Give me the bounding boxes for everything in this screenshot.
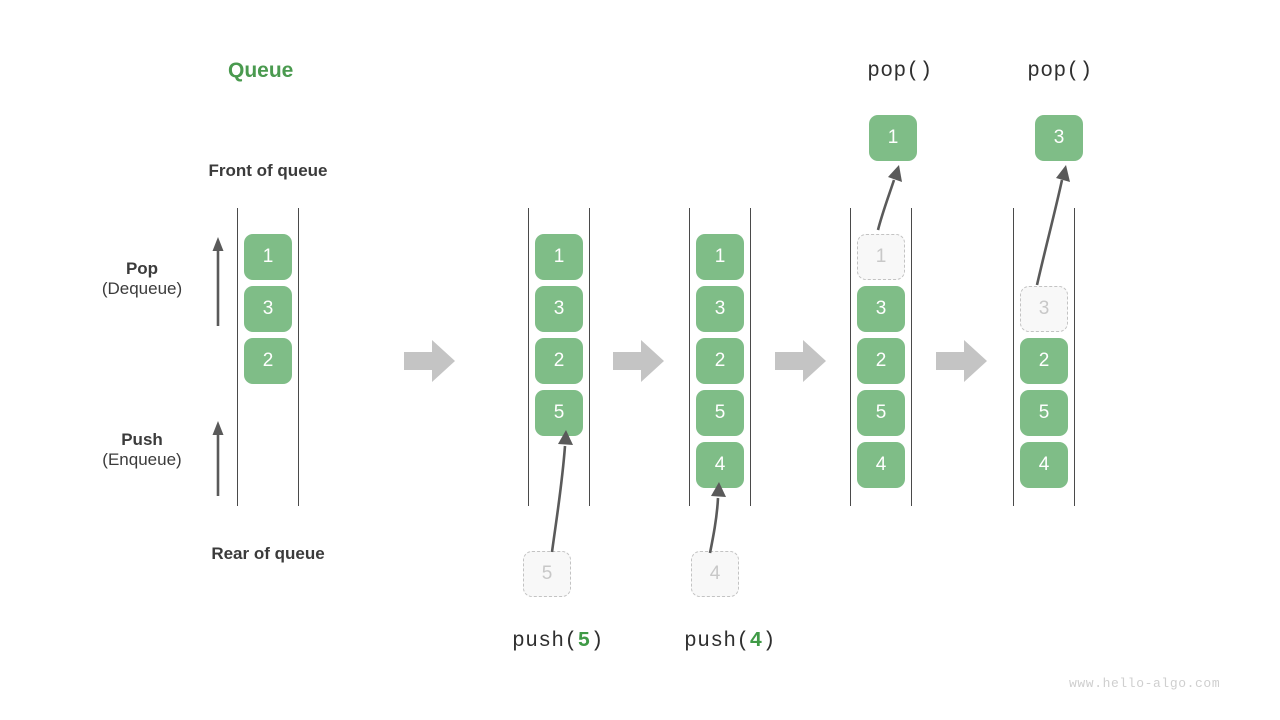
rail-left <box>237 208 239 506</box>
queue-element: 2 <box>244 338 292 384</box>
pop-operation-subtitle: (Dequeue) <box>101 279 183 298</box>
transition-arrow <box>775 340 826 382</box>
caption-suffix: ) <box>590 630 604 653</box>
transition-arrow <box>613 340 664 382</box>
queue-element: 4 <box>696 442 744 488</box>
caption-prefix: push( <box>512 630 578 653</box>
top-label-pop-1: pop() <box>867 60 933 83</box>
caption-push-5: push(5) <box>478 630 638 653</box>
pop-motion-arrow <box>1035 165 1070 286</box>
queue-element: 1 <box>535 234 583 280</box>
push-motion-arrow <box>708 482 726 554</box>
rail-right <box>1074 208 1076 506</box>
top-label-pop-3: pop() <box>1027 60 1093 83</box>
pop-operation-title: Pop <box>125 259 159 278</box>
queue-element: 4 <box>857 442 905 488</box>
queue-element: 3 <box>535 286 583 332</box>
incoming-element-ghost: 5 <box>523 551 571 597</box>
caption-suffix: ) <box>762 630 776 653</box>
queue-element: 2 <box>857 338 905 384</box>
rail-right <box>298 208 300 506</box>
queue-element: 5 <box>1020 390 1068 436</box>
push-direction-arrow <box>212 421 224 496</box>
queue-element: 2 <box>535 338 583 384</box>
queue-element: 3 <box>696 286 744 332</box>
page-title: Queue <box>228 59 294 82</box>
popped-element: 1 <box>869 115 917 161</box>
caption-push-4: push(4) <box>650 630 810 653</box>
push-operation-subtitle: (Enqueue) <box>102 450 182 469</box>
push-motion-arrow <box>550 430 573 553</box>
queue-element: 5 <box>696 390 744 436</box>
rail-left <box>689 208 691 506</box>
caption-prefix: push( <box>684 630 750 653</box>
queue-element: 5 <box>535 390 583 436</box>
queue-element-ghost: 1 <box>857 234 905 280</box>
caption-arg: 4 <box>749 630 763 653</box>
rail-right <box>589 208 591 506</box>
queue-element: 3 <box>244 286 292 332</box>
popped-element: 3 <box>1035 115 1083 161</box>
rail-left <box>1013 208 1015 506</box>
rear-of-queue-label: Rear of queue <box>211 544 325 563</box>
watermark: www.hello-algo.com <box>1069 676 1221 691</box>
pop-motion-arrow <box>876 165 902 231</box>
rail-right <box>750 208 752 506</box>
push-operation-title: Push <box>121 430 163 449</box>
queue-element: 2 <box>1020 338 1068 384</box>
rail-left <box>850 208 852 506</box>
front-of-queue-label: Front of queue <box>208 161 328 180</box>
incoming-element-ghost: 4 <box>691 551 739 597</box>
pop-operation-label: Pop (Dequeue) <box>62 259 222 299</box>
queue-element: 3 <box>857 286 905 332</box>
rail-right <box>911 208 913 506</box>
transition-arrow <box>936 340 987 382</box>
queue-element: 5 <box>857 390 905 436</box>
queue-element: 4 <box>1020 442 1068 488</box>
queue-element-ghost: 3 <box>1020 286 1068 332</box>
queue-element: 1 <box>696 234 744 280</box>
queue-element: 2 <box>696 338 744 384</box>
caption-arg: 5 <box>577 630 591 653</box>
pop-direction-arrow <box>212 237 224 326</box>
transition-arrow <box>404 340 455 382</box>
queue-element: 1 <box>244 234 292 280</box>
rail-left <box>528 208 530 506</box>
push-operation-label: Push (Enqueue) <box>62 430 222 470</box>
